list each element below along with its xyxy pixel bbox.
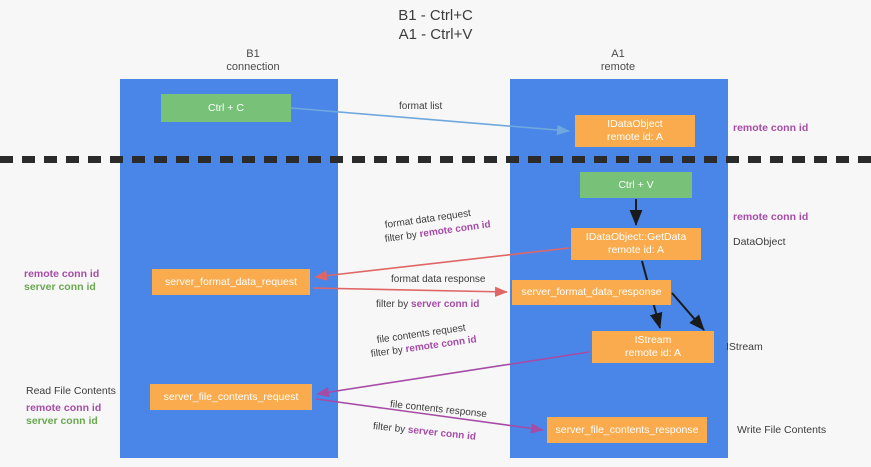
node-server-format-data-response[interactable]: server_format_data_response xyxy=(512,280,671,305)
annotation-dataobject: DataObject xyxy=(733,236,786,248)
node-ctrl-v[interactable]: Ctrl + V xyxy=(580,172,692,198)
node-istream[interactable]: IStream remote id: A xyxy=(592,331,714,363)
page-title: B1 - Ctrl+C A1 - Ctrl+V xyxy=(398,7,473,43)
edge-format-data-response xyxy=(312,286,508,297)
annotation-istream: IStream xyxy=(726,341,763,353)
node-server-file-contents-request[interactable]: server_file_contents_request xyxy=(150,384,312,410)
node-idataobject-getdata[interactable]: IDataObject::GetData remote id: A xyxy=(571,228,701,260)
column-caption-b1: B1 connection xyxy=(226,48,280,73)
edge-label-file-contents-response: file contents response xyxy=(389,399,488,421)
annotation-write-file-contents: Write File Contents xyxy=(737,424,827,436)
annotation-left-conn-ids-top: remote conn id server conn id xyxy=(24,268,99,294)
filter-prefix: filter by xyxy=(384,229,421,245)
edge-label-format-data-response: format data response xyxy=(391,274,486,285)
annotation-remote-conn-id-top: remote conn id xyxy=(733,122,809,134)
node-idataobject[interactable]: IDataObject remote id: A xyxy=(575,115,695,147)
server-conn-id-token: server conn id xyxy=(411,299,480,310)
edge-label-format-data-response-filter: filter by server conn id xyxy=(376,298,479,312)
annotation-left-server-conn-id: server conn id xyxy=(24,281,96,293)
section-divider xyxy=(0,156,871,163)
edge-label-format-list: format list xyxy=(399,101,443,112)
annotation-left-remote-conn-id-2: remote conn id xyxy=(26,402,102,414)
node-ctrl-c[interactable]: Ctrl + C xyxy=(161,94,291,122)
column-caption-a1: A1 remote xyxy=(600,48,636,73)
annotation-remote-conn-id-mid: remote conn id xyxy=(733,211,809,223)
edge-label-file-contents-response-filter: filter by server conn id xyxy=(372,420,476,445)
filter-prefix-4: filter by xyxy=(372,421,409,436)
annotation-left-conn-ids-bottom: remote conn id server conn id xyxy=(26,402,101,428)
filter-prefix-3: filter by xyxy=(370,344,407,360)
filter-prefix-2: filter by xyxy=(376,299,412,310)
annotation-read-file-contents: Read File Contents xyxy=(26,385,116,397)
annotation-left-server-conn-id-2: server conn id xyxy=(26,415,98,427)
server-conn-id-token-2: server conn id xyxy=(407,424,477,443)
node-server-file-contents-response[interactable]: server_file_contents_response xyxy=(547,417,707,443)
annotation-left-remote-conn-id: remote conn id xyxy=(24,268,100,280)
node-server-format-data-request[interactable]: server_format_data_request xyxy=(152,269,310,295)
